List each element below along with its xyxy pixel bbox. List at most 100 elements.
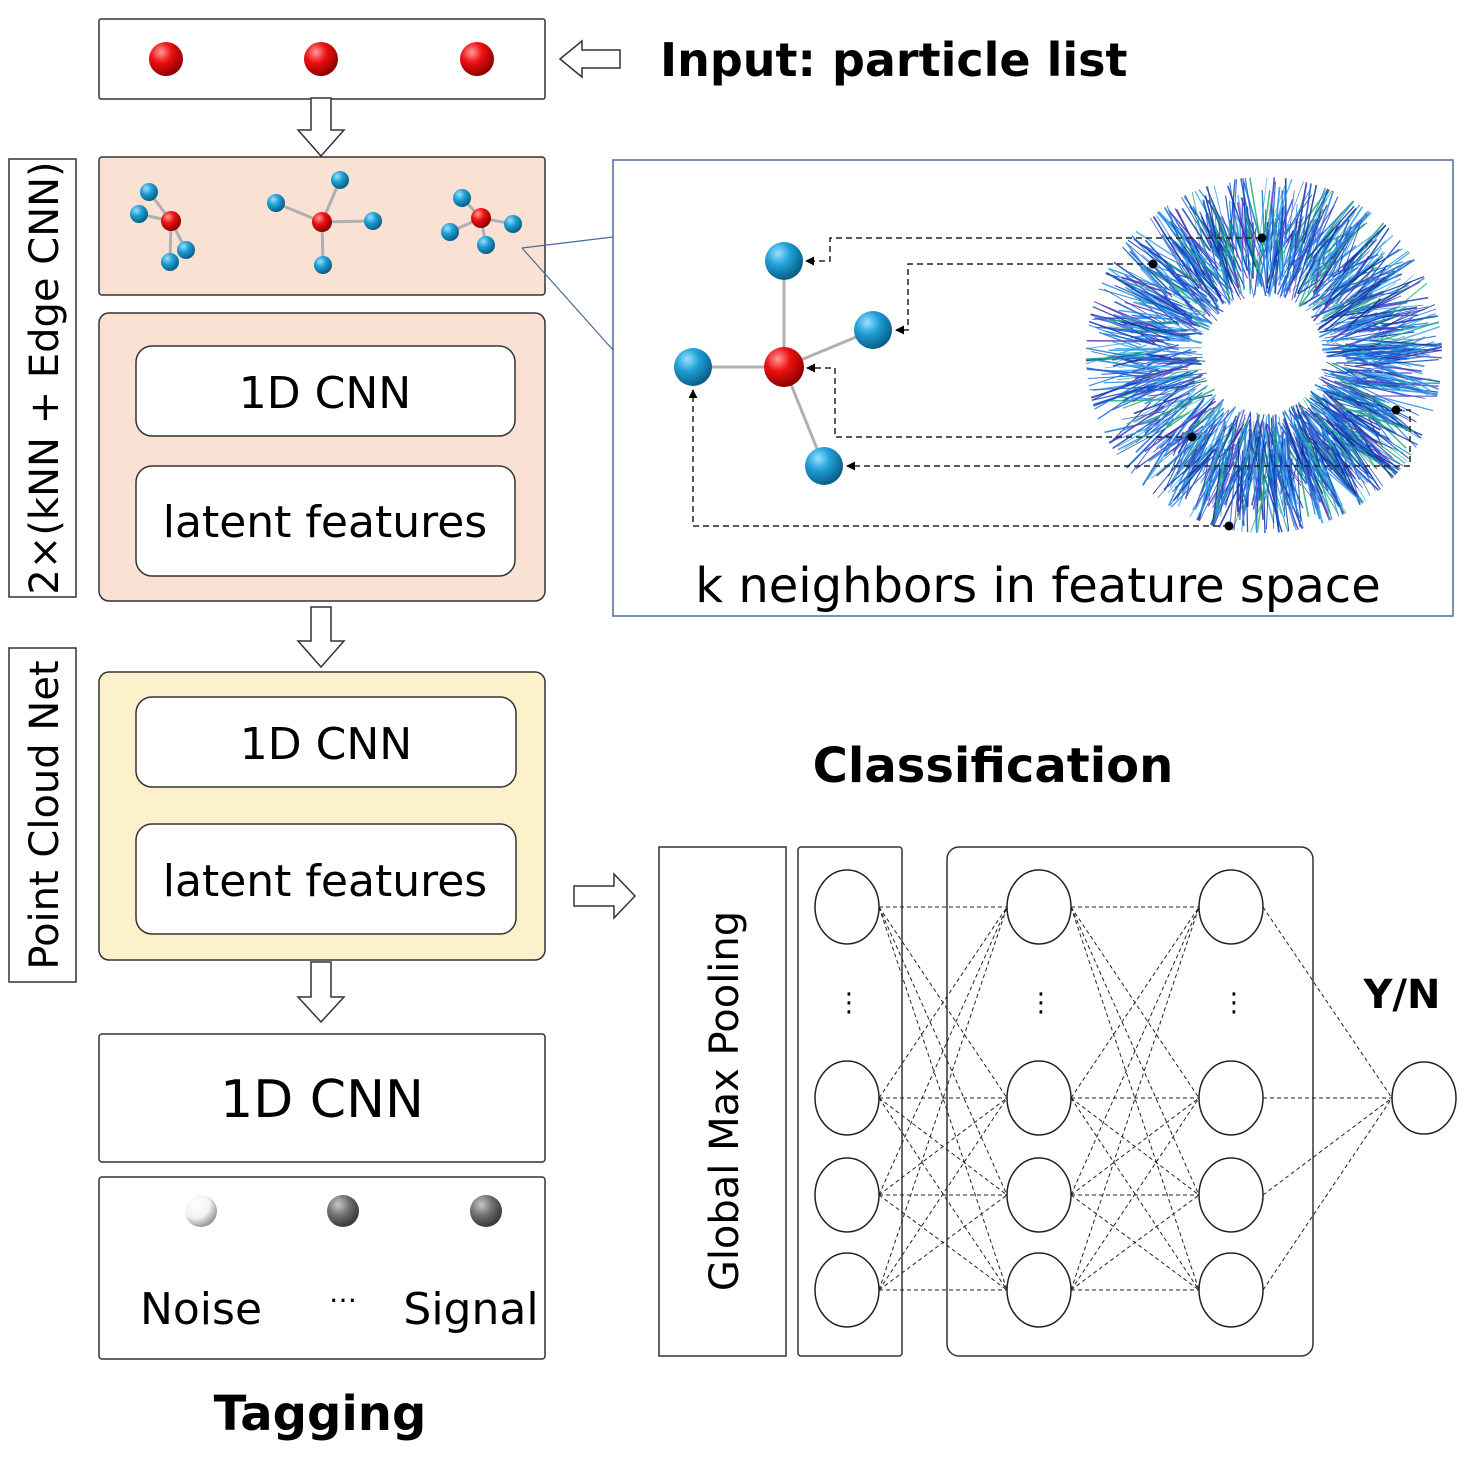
stage1-cnn-label: 1D CNN [239,368,411,419]
ring-strand [1149,300,1180,326]
ring-strand [1274,448,1292,477]
ring-strand [1327,350,1406,358]
ring-strand [1144,266,1206,309]
neuron [1198,1060,1264,1136]
ring-strand [1332,363,1378,383]
ring-strand [1312,238,1350,294]
ring-strand [1153,295,1193,319]
neuron [1006,1060,1072,1136]
ring-strand [1317,414,1363,463]
ellipsis-layer2: ⋮ [1028,988,1054,1018]
ring-sample-points [1148,233,1401,531]
tagging-title: Tagging [214,1386,427,1442]
ring-strand [1339,267,1375,304]
ring-strand [1309,441,1333,520]
ring-strand [1192,205,1233,285]
ring-strand [1330,325,1353,341]
ring-strand [1146,415,1192,481]
mlp-connection [1262,1097,1393,1196]
ring-strand [1179,429,1208,493]
ring-strand [1289,248,1311,267]
mlp-connection [1262,906,1393,1099]
ring-strand [1113,329,1186,341]
ring-strand [1181,259,1219,302]
ring-strand [1249,177,1261,239]
ring-strand [1346,410,1381,431]
ring-strand [1176,332,1204,335]
ring-strand [1097,360,1174,371]
ring-strand [1292,204,1298,254]
ring-strand [1341,366,1364,382]
ring-strand [1219,244,1233,283]
ring-strand [1306,426,1366,484]
ring-strand [1314,291,1371,317]
ring-strand [1269,426,1278,507]
ring-strand [1373,331,1415,339]
ring-strand [1340,259,1412,296]
neighbor-links [688,237,1411,527]
ring-strand [1138,362,1194,384]
signal-label: Signal [403,1284,538,1335]
ring-strand [1347,438,1379,487]
ring-strand [1108,268,1157,303]
ring-strand [1274,459,1295,527]
ring-strand [1117,413,1176,448]
ring-strand [1085,347,1158,363]
ring-strand [1319,464,1364,504]
ring-strand [1146,324,1192,340]
ring-strand [1281,181,1304,242]
ring-strand [1363,371,1408,384]
knn-graph-2-nodes [267,171,382,274]
down-arrow-icon [296,961,346,1024]
signal-particle-icon [470,1195,502,1227]
noise-particle-icon [185,1195,217,1227]
ring-strand [1262,440,1274,498]
input-particle [460,42,494,76]
ring-strand [1199,431,1230,497]
ring-strand [1363,276,1425,301]
ring-strand [1150,448,1188,479]
ring-strand [1255,177,1268,265]
ring-strand [1170,462,1216,508]
ring-strand [1125,241,1166,295]
ring-strand [1330,282,1397,328]
ring-strand [1309,397,1354,424]
ring-strand [1341,346,1406,352]
ring-strand [1121,410,1166,420]
ring-strand [1344,366,1391,373]
ring-strand [1330,439,1358,488]
ring-strand [1296,224,1303,247]
ring-strand [1250,478,1271,533]
ring-strand [1311,232,1338,275]
ring-strand [1153,304,1198,335]
ring-strand [1335,282,1351,305]
ring-strand [1193,433,1228,469]
ring-strand [1125,324,1203,344]
ring-strand [1323,267,1351,278]
ring-strand [1214,208,1218,247]
input-particle [149,42,183,76]
ring-strand [1327,401,1393,459]
ring-strand [1229,179,1236,240]
ring-strand [1309,249,1322,279]
ring-strand [1182,317,1210,331]
ring-strand [1345,316,1394,338]
ring-strand [1162,410,1204,439]
ring-strand [1274,245,1296,286]
ring-strand [1181,207,1211,252]
ring-strand [1239,450,1244,521]
ring-strand [1324,326,1380,339]
ring-strand [1299,247,1344,307]
ring-strand [1134,366,1181,380]
ring-strand [1245,214,1259,273]
ring-strand [1358,322,1429,333]
ring-strand [1133,383,1202,423]
ring-strand [1178,438,1224,492]
ring-strand [1308,214,1322,256]
zoom-line [521,236,614,249]
ring-strand [1331,219,1350,265]
ring-strand [1256,241,1262,287]
ring-strand [1339,381,1425,399]
ring-strand [1335,300,1364,316]
neighbor-node [805,447,843,485]
